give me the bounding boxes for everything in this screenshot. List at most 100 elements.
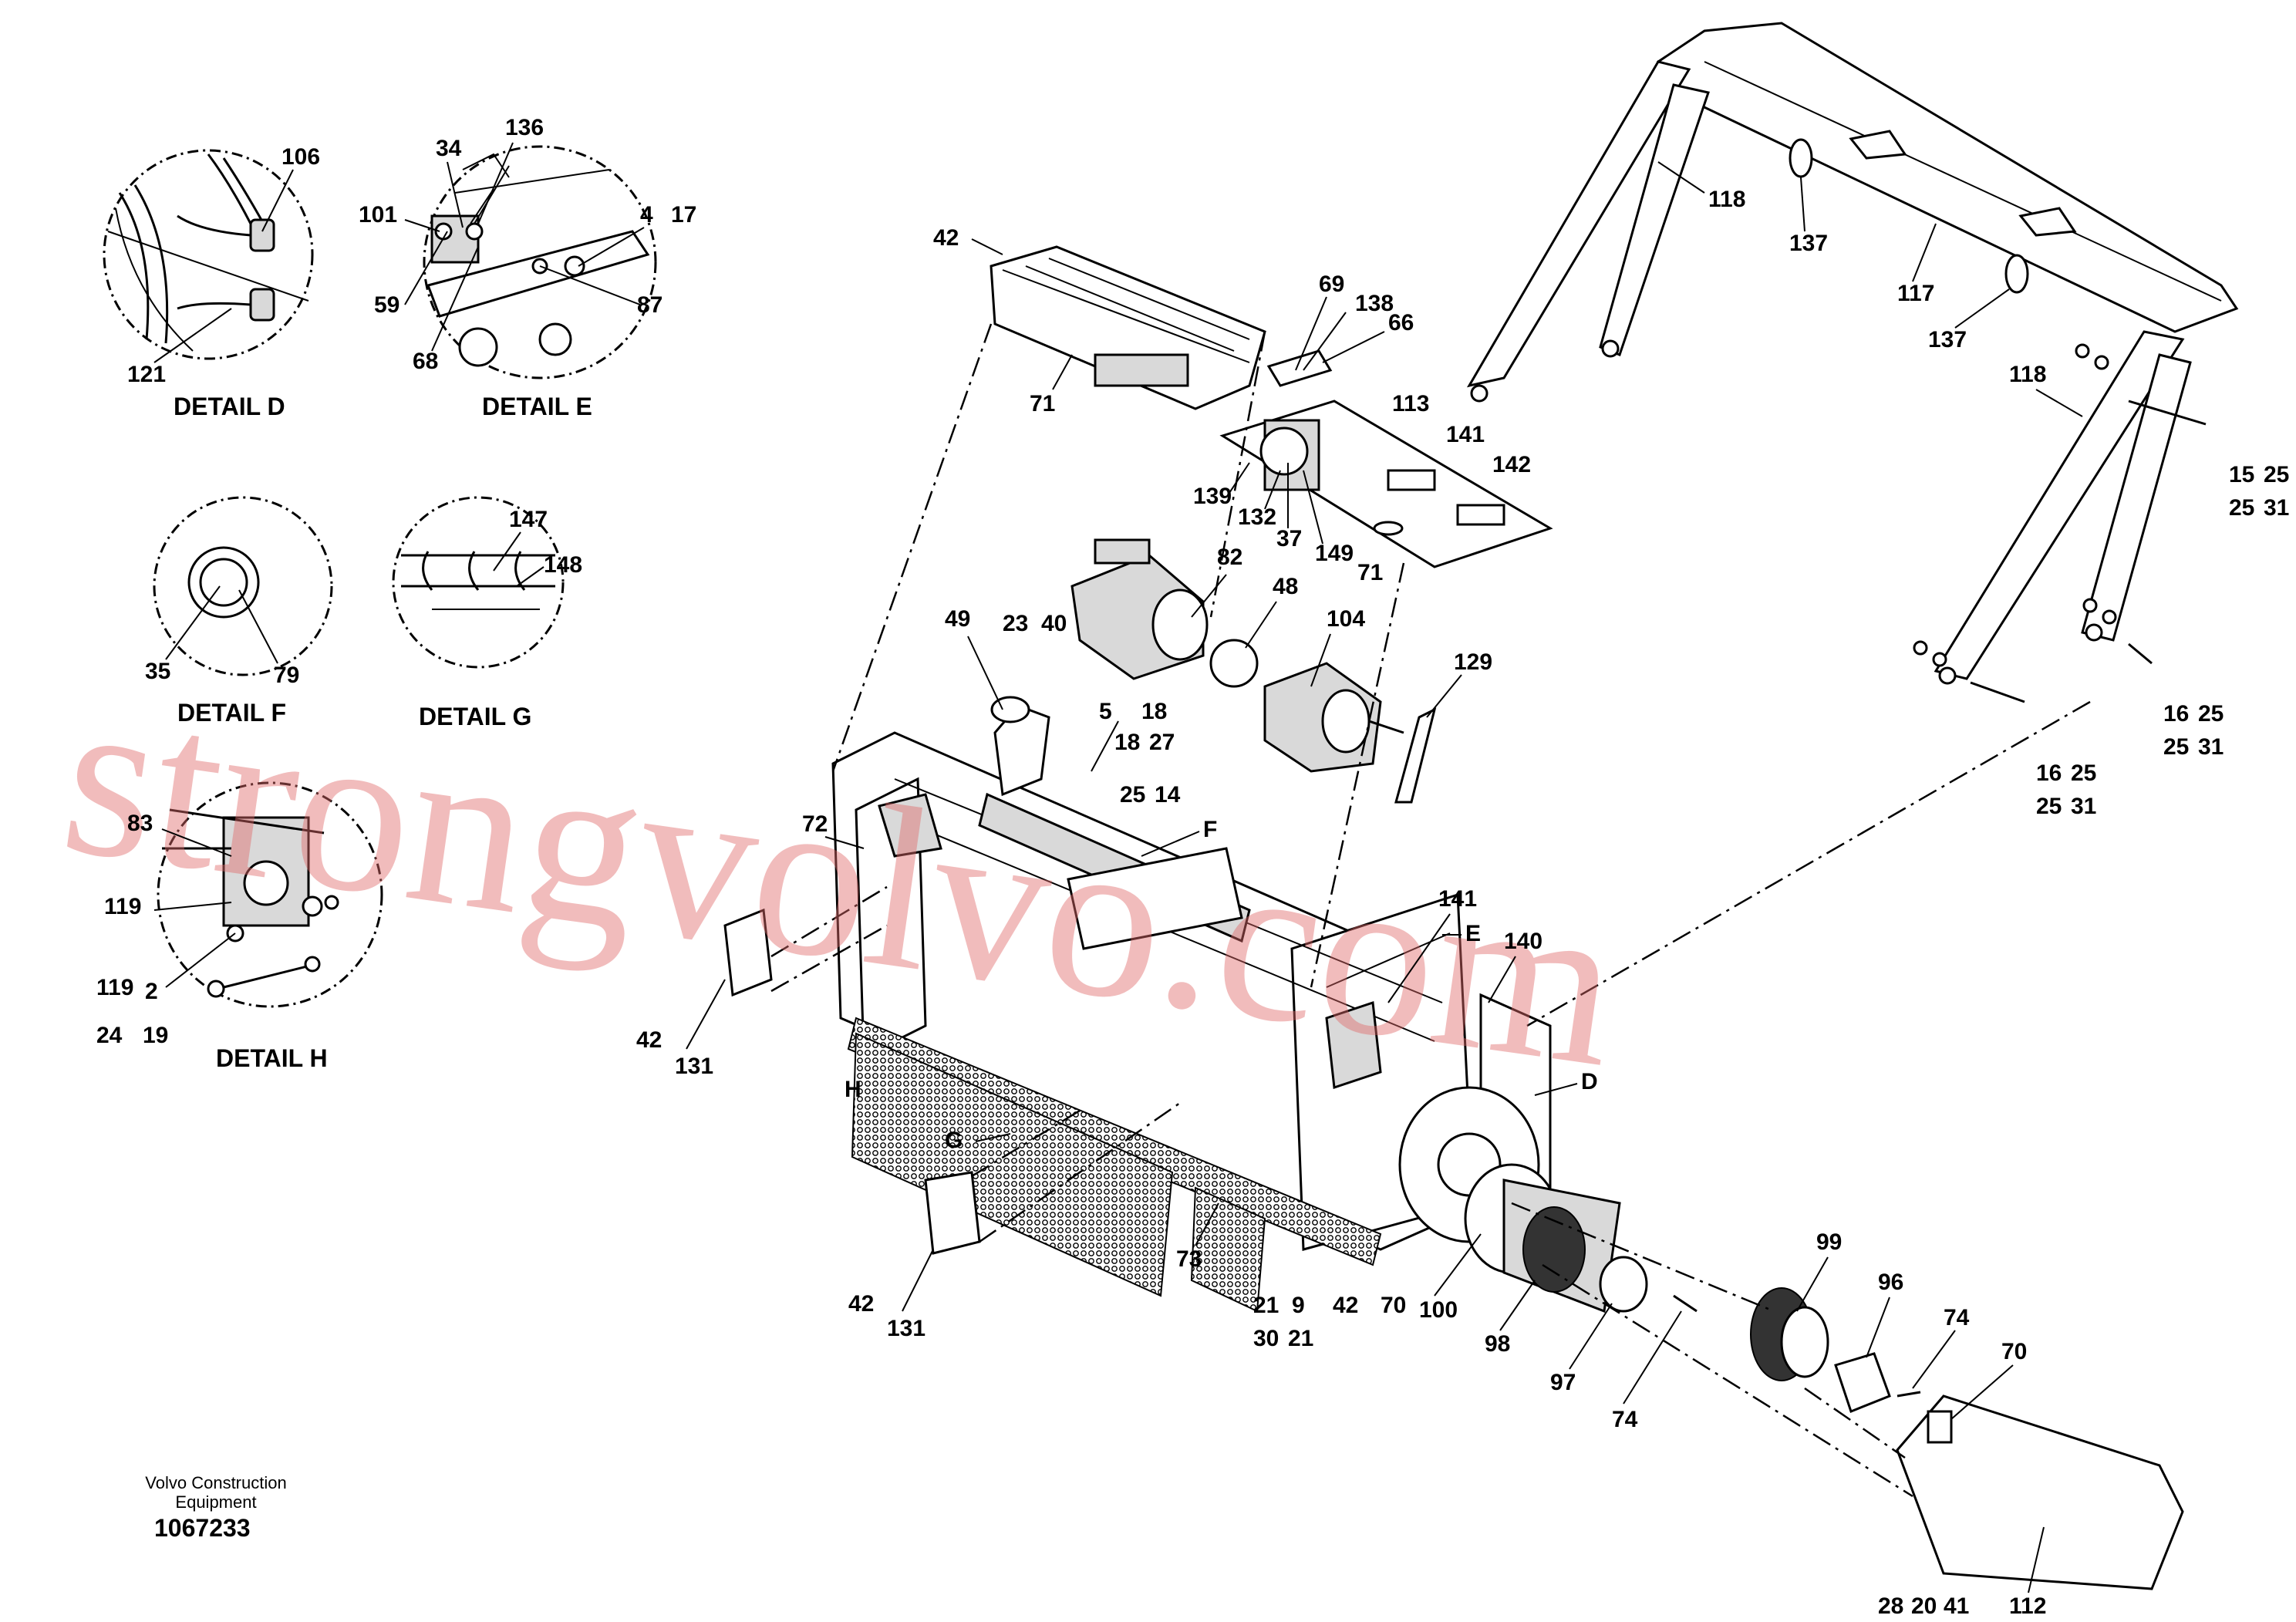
label-121: 121 (127, 362, 166, 387)
label-137a: 137 (1789, 231, 1828, 256)
label-59: 59 (374, 292, 400, 318)
roll-bar-frame (1466, 22, 2239, 703)
label-40: 40 (1041, 611, 1067, 636)
detail-titles: DETAIL D DETAIL E DETAIL F DETAIL G DETA… (174, 393, 592, 1072)
label-42a: 42 (933, 225, 959, 251)
label-25d: 25 (2198, 701, 2224, 727)
company-name-line1: Volvo Construction (145, 1473, 286, 1492)
shaft-bar (1394, 707, 1437, 804)
label-117: 117 (1897, 281, 1934, 306)
detail-d-title: DETAIL D (174, 393, 285, 420)
label-119b: 119 (104, 894, 141, 919)
grille-guard (990, 245, 1266, 410)
label-25f: 25 (2071, 760, 2096, 786)
label-69: 69 (1319, 271, 1344, 297)
hydraulic-motor (1070, 538, 1209, 680)
detail-h-title: DETAIL H (216, 1044, 328, 1072)
label-42d: 42 (1333, 1293, 1358, 1318)
label-24: 24 (96, 1023, 123, 1048)
label-106: 106 (282, 144, 320, 170)
label-129: 129 (1454, 649, 1492, 675)
label-148: 148 (544, 552, 582, 578)
label-E: E (1465, 921, 1481, 946)
label-H: H (845, 1077, 861, 1102)
label-25a: 25 (1120, 782, 1145, 808)
label-37: 37 (1276, 526, 1302, 551)
label-49: 49 (945, 606, 970, 632)
label-83: 83 (127, 811, 153, 836)
part-labels: 106 121 34 136 101 4 17 59 87 68 147 148… (96, 115, 2289, 1619)
label-118a: 118 (1708, 187, 1745, 212)
label-18a: 18 (1141, 699, 1167, 724)
label-42c: 42 (848, 1291, 874, 1317)
detail-g-title: DETAIL G (419, 703, 531, 730)
label-131a: 131 (675, 1054, 713, 1079)
label-139: 139 (1193, 484, 1232, 509)
label-G: G (945, 1128, 963, 1153)
label-48: 48 (1273, 574, 1298, 599)
label-73: 73 (1176, 1246, 1202, 1272)
label-16a: 16 (2163, 701, 2189, 727)
label-15: 15 (2229, 462, 2254, 487)
label-149: 149 (1315, 541, 1354, 566)
label-68: 68 (413, 349, 438, 374)
label-70b: 70 (2001, 1339, 2027, 1364)
label-25c: 25 (2229, 495, 2254, 521)
label-101: 101 (359, 202, 397, 228)
handle-lower (924, 1171, 981, 1255)
label-112: 112 (2009, 1593, 2046, 1619)
label-119: 119 (96, 975, 133, 1000)
label-18b: 18 (1114, 730, 1140, 755)
control-plate (1219, 349, 1553, 568)
label-30: 30 (1253, 1326, 1279, 1351)
label-96: 96 (1878, 1270, 1903, 1295)
label-71a: 71 (1030, 391, 1055, 416)
label-87: 87 (637, 292, 663, 318)
label-74a: 74 (1612, 1407, 1638, 1432)
label-21b: 21 (1288, 1326, 1313, 1351)
detail-e-title: DETAIL E (482, 393, 592, 420)
detail-f (153, 496, 333, 676)
label-131b: 131 (887, 1316, 925, 1341)
label-16b: 16 (2036, 760, 2062, 786)
label-35: 35 (145, 659, 170, 684)
label-5: 5 (1099, 699, 1112, 724)
label-66: 66 (1388, 310, 1414, 336)
label-31c: 31 (2071, 794, 2096, 819)
label-141a: 141 (1446, 422, 1485, 447)
title-block: Volvo Construction Equipment 1067233 (145, 1473, 286, 1542)
label-25e: 25 (2163, 734, 2189, 760)
label-31a: 31 (2264, 495, 2289, 521)
label-31b: 31 (2198, 734, 2224, 760)
label-132: 132 (1238, 504, 1276, 530)
label-2: 2 (145, 979, 158, 1004)
label-142: 142 (1492, 452, 1531, 477)
label-140: 140 (1504, 929, 1542, 954)
label-14: 14 (1155, 782, 1181, 808)
handle-upper (723, 908, 773, 997)
label-98: 98 (1485, 1331, 1510, 1357)
label-25g: 25 (2036, 794, 2062, 819)
o-ring (1209, 639, 1259, 688)
detail-e (423, 145, 657, 379)
detail-g (392, 496, 565, 669)
label-71b: 71 (1357, 560, 1383, 585)
label-72: 72 (802, 811, 828, 837)
gearbox-coupler (1263, 662, 1404, 773)
label-141b: 141 (1438, 886, 1477, 912)
label-74b: 74 (1944, 1305, 1970, 1330)
label-79: 79 (274, 663, 299, 688)
pulley-system (1464, 1163, 1921, 1413)
drawing-number: 1067233 (154, 1514, 251, 1542)
label-97: 97 (1550, 1370, 1576, 1395)
mulcher-housing (831, 696, 1552, 1313)
label-25b: 25 (2264, 462, 2289, 487)
label-136: 136 (505, 115, 544, 140)
label-D: D (1581, 1069, 1598, 1094)
label-147: 147 (509, 507, 548, 532)
label-21a: 21 (1253, 1293, 1279, 1318)
label-4: 4 (640, 202, 653, 228)
label-113: 113 (1392, 391, 1429, 416)
label-41: 41 (1944, 1593, 1969, 1619)
